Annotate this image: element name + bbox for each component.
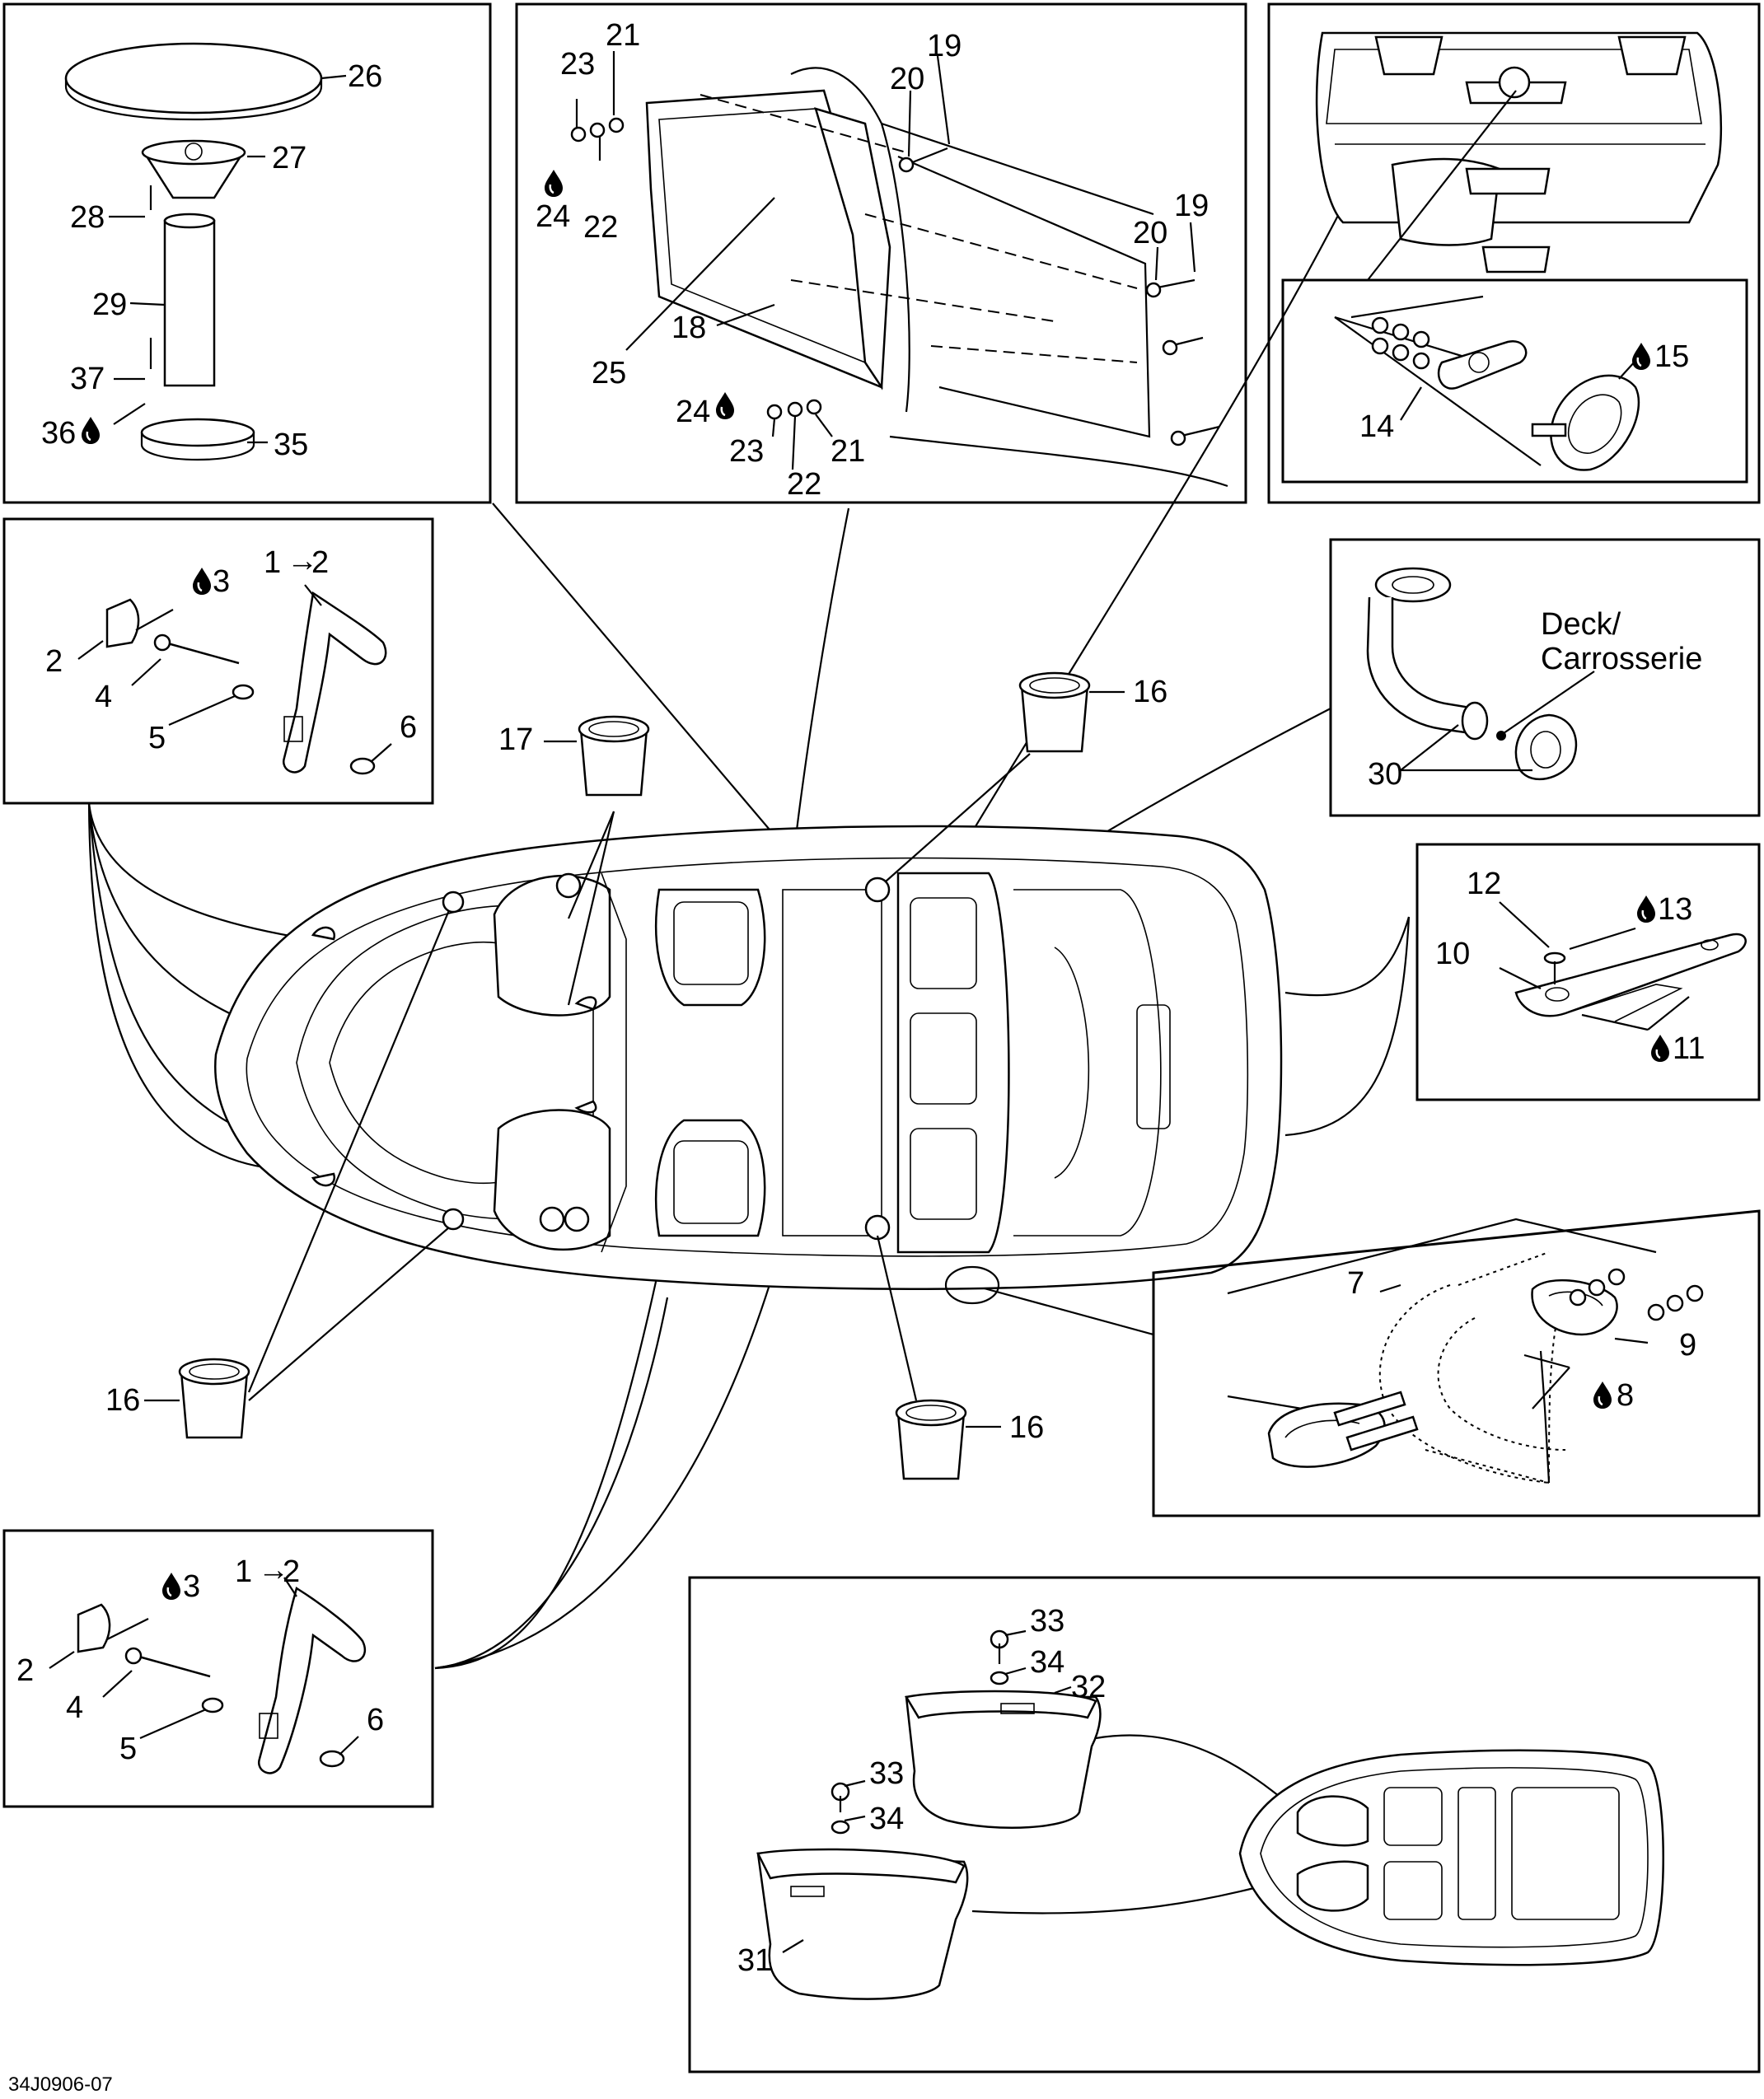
label-29: 29 xyxy=(92,288,127,322)
sealant-drop-icon xyxy=(1649,1033,1671,1064)
label-21-top: 21 xyxy=(606,18,640,53)
label-15: 15 xyxy=(1654,339,1689,374)
label-2-arrow-top: 2 xyxy=(311,545,329,580)
label-3-top: 3 xyxy=(213,564,230,599)
label-22-top: 22 xyxy=(583,210,618,245)
label-4-top: 4 xyxy=(95,680,112,714)
arrow-1-to-2: → xyxy=(287,544,318,578)
label-12: 12 xyxy=(1467,867,1501,901)
label-20-top: 20 xyxy=(890,62,924,96)
sealant-drop-icon xyxy=(1592,1380,1613,1410)
cup-holder-16-left: 16 xyxy=(105,909,451,1439)
sealant-drop-icon xyxy=(1631,341,1652,372)
label-13: 13 xyxy=(1658,892,1692,927)
sealant-drop-icon xyxy=(714,390,736,421)
label-3-bottom: 3 xyxy=(183,1569,200,1604)
cup-holder-17: 17 xyxy=(498,715,650,1006)
label-34-bottom: 34 xyxy=(869,1802,904,1836)
label-2-top: 2 xyxy=(45,644,63,679)
label-5-bottom: 5 xyxy=(119,1732,137,1766)
label-4-bottom: 4 xyxy=(66,1690,83,1725)
label-9: 9 xyxy=(1679,1328,1696,1363)
label-23-bottom: 23 xyxy=(729,434,764,469)
label-36: 36 xyxy=(41,416,76,451)
arrow-1-to-2: → xyxy=(258,1553,289,1587)
label-24-bottom: 24 xyxy=(676,395,710,429)
deck-note-line1: Deck/ xyxy=(1541,607,1621,642)
cup-holders: 17 16 16 16 xyxy=(105,671,1167,1480)
storage-bins-inset: 33 34 32 33 34 31 xyxy=(688,1576,1761,2073)
label-11: 11 xyxy=(1673,1031,1705,1066)
label-5-top: 5 xyxy=(148,721,166,755)
label-26: 26 xyxy=(348,59,382,94)
label-2-arrow-bottom: 2 xyxy=(283,1554,300,1589)
figure-code: 34J0906-07 xyxy=(8,2073,113,2096)
label-10: 10 xyxy=(1435,937,1470,971)
label-19-top: 19 xyxy=(927,29,962,63)
sealant-drop-icon xyxy=(1635,894,1657,924)
grab-handle-inset-top: 3 1 → 2 2 4 5 6 xyxy=(2,517,434,805)
sealant-drop-icon xyxy=(191,566,213,596)
label-16-left: 16 xyxy=(105,1383,140,1418)
grab-handle-inset-bottom: 3 1 → 2 2 4 5 6 xyxy=(2,1529,434,1808)
boat-hull-top-view xyxy=(214,825,1283,1305)
label-33-top: 33 xyxy=(1030,1604,1064,1639)
table-assembly-inset: 26 27 28 29 37 36 35 xyxy=(2,2,492,504)
sealant-drop-icon xyxy=(161,1571,182,1601)
label-6-top: 6 xyxy=(400,710,417,745)
label-22-bottom: 22 xyxy=(787,467,821,502)
label-14: 14 xyxy=(1359,409,1394,444)
label-16-top: 16 xyxy=(1133,675,1167,709)
label-18: 18 xyxy=(671,311,706,345)
label-25: 25 xyxy=(592,356,626,390)
label-1-bottom: 1 xyxy=(235,1554,252,1589)
label-17: 17 xyxy=(498,722,533,757)
label-33-bottom: 33 xyxy=(869,1756,904,1791)
label-16-bottom: 16 xyxy=(1009,1410,1044,1445)
label-6-bottom: 6 xyxy=(367,1703,384,1737)
drain-fitting-inset: Deck/ Carrosserie 30 xyxy=(1329,538,1761,817)
label-20-right: 20 xyxy=(1133,216,1167,250)
label-24-top: 24 xyxy=(536,199,570,234)
label-1-top: 1 xyxy=(264,545,281,580)
label-37: 37 xyxy=(70,362,105,396)
deck-note-line2: Carrosserie xyxy=(1541,642,1702,676)
storage-panel-inset: 21 23 19 20 24 22 20 19 25 18 24 23 22 2… xyxy=(515,2,1247,504)
cleat-inset: 12 13 10 11 xyxy=(1415,843,1761,1101)
label-8: 8 xyxy=(1617,1378,1634,1413)
sealant-drop-icon xyxy=(80,415,101,446)
label-19-right: 19 xyxy=(1174,189,1209,223)
label-35: 35 xyxy=(274,428,308,462)
stern-handle-inset: 15 14 xyxy=(1267,2,1761,504)
cup-holder-16-top: 16 xyxy=(885,671,1167,882)
label-2-bottom: 2 xyxy=(16,1653,34,1688)
bow-eye-inset: 7 9 8 xyxy=(1152,1209,1761,1517)
label-23-top: 23 xyxy=(560,47,595,82)
label-27: 27 xyxy=(272,141,306,175)
label-30: 30 xyxy=(1368,757,1402,792)
sealant-drop-icon xyxy=(543,168,564,199)
label-34-top: 34 xyxy=(1030,1645,1064,1680)
label-31: 31 xyxy=(737,1943,772,1978)
label-21-bottom: 21 xyxy=(831,434,865,469)
label-32: 32 xyxy=(1071,1670,1106,1704)
label-28: 28 xyxy=(70,200,105,235)
cup-holder-16-bottom: 16 xyxy=(876,1235,1044,1480)
connector-lines xyxy=(87,156,1411,1914)
label-7: 7 xyxy=(1347,1266,1364,1301)
